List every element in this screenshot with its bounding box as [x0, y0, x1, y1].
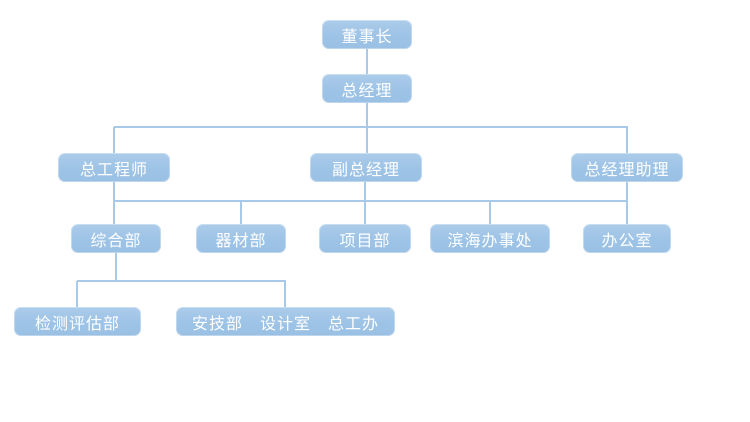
connector-line	[366, 103, 368, 154]
org-node-gm-assistant: 总经理助理	[571, 153, 683, 182]
connector-line	[114, 200, 628, 202]
org-node-general-affairs-dept: 综合部	[71, 224, 161, 253]
connector-line	[77, 280, 286, 282]
org-node-equipment-dept: 器材部	[196, 224, 286, 253]
connector-line	[114, 126, 628, 128]
connector-line	[115, 253, 117, 281]
org-node-inspection-evaluation-dept: 检测评估部	[14, 307, 141, 336]
connector-line	[113, 127, 115, 154]
connector-line	[364, 182, 366, 225]
org-node-office: 办公室	[583, 224, 671, 253]
org-node-deputy-gm: 副总经理	[310, 153, 422, 182]
org-node-chief-engineer: 总工程师	[58, 153, 170, 182]
org-node-binhai-office: 滨海办事处	[430, 224, 550, 253]
connector-line	[489, 201, 491, 225]
org-node-safety-design-chiefeng-depts: 安技部 设计室 总工办	[176, 307, 395, 336]
connector-line	[626, 182, 628, 225]
org-node-project-dept: 项目部	[319, 224, 411, 253]
connector-line	[240, 201, 242, 225]
connector-line	[113, 182, 115, 225]
connector-line	[284, 281, 286, 308]
org-node-chairman: 董事长	[322, 20, 412, 49]
org-node-general-manager: 总经理	[322, 74, 412, 103]
connector-line	[366, 49, 368, 74]
connector-line	[76, 281, 78, 308]
connector-line	[626, 127, 628, 154]
